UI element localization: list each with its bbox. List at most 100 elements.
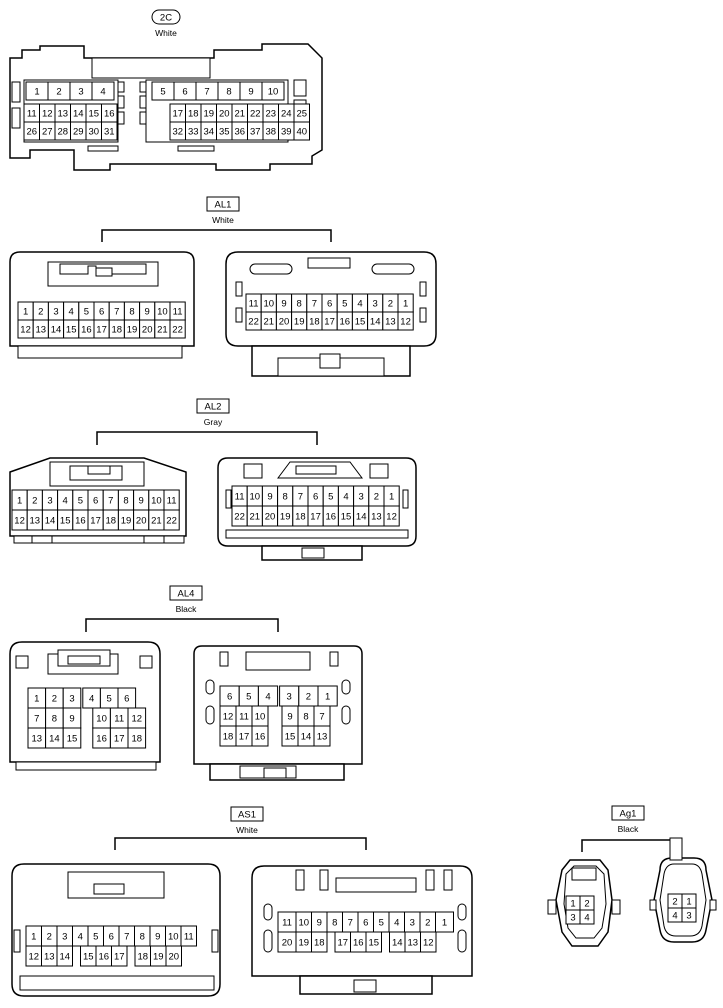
AL2-left-pin-10-label: 10 [151, 496, 162, 507]
AL4-left-pin-4-label: 4 [89, 694, 94, 705]
2C-pin-33-label: 33 [188, 127, 199, 138]
AL2-left-pin-21-label: 21 [151, 516, 162, 527]
Ag1-left-pin-1-label: 1 [570, 899, 575, 910]
AL4-right-pin-18-label: 18 [223, 732, 234, 743]
AL2-left-pin-22-cell [163, 509, 180, 531]
2C-pin-31-label: 31 [104, 127, 115, 138]
AL4-left-pin-13-label: 13 [32, 734, 43, 745]
AL1-left-pin-14-label: 14 [51, 325, 62, 336]
AL4-left-pin-10-label: 10 [96, 714, 107, 725]
AL2-left-pin-17-label: 17 [90, 516, 101, 527]
AL2-left-pin-15-label: 15 [60, 516, 71, 527]
AL4-right-pin-11-label: 11 [239, 712, 249, 723]
AL4-left-pin-18-label: 18 [132, 734, 143, 745]
connector-name-AL1: AL1 [215, 200, 232, 211]
AL1-right-pin-1-label: 1 [403, 299, 408, 310]
AL1-right-pin-9-label: 9 [281, 299, 286, 310]
AS1-right-pin-1-cell [435, 911, 454, 933]
AL2-left-pin-13-label: 13 [30, 516, 41, 527]
AL2-left-pin-18-label: 18 [106, 516, 117, 527]
bracket-AL1 [101, 229, 332, 242]
AS1-left-pin-10-label: 10 [168, 932, 179, 943]
AS1-left-pin-13-label: 13 [44, 952, 55, 963]
AL4-left-pin-5-label: 5 [107, 694, 112, 705]
AL4-left-pin-1-label: 1 [34, 694, 39, 705]
2C-pin-6-label: 6 [182, 87, 187, 98]
2C-pin-19-label: 19 [203, 109, 214, 120]
AL2-right-pin-11-label: 11 [235, 492, 245, 503]
AS1-right-pin-8-label: 8 [332, 918, 337, 929]
AL1-right-pin-4-label: 4 [357, 299, 362, 310]
AL4-right-pin-4-label: 4 [265, 692, 270, 703]
2C-pin-1-label: 1 [34, 87, 39, 98]
2C-pin-34-label: 34 [203, 127, 214, 138]
AL4-right-pin-16-label: 16 [255, 732, 266, 743]
label-box-2C [151, 9, 181, 25]
AL2-left-pin-4-label: 4 [63, 496, 68, 507]
AL2-right-pin-6-label: 6 [313, 492, 318, 503]
AS1-left-pin-16-label: 16 [98, 952, 109, 963]
AL1-right-pin-22-label: 22 [248, 317, 259, 328]
AL4-left-pin-18-cell [127, 727, 147, 749]
AS1-right-pin-3-label: 3 [410, 918, 415, 929]
AL2-left-pin-16-label: 16 [75, 516, 86, 527]
2C-pin-10-label: 10 [268, 87, 279, 98]
Ag1-left-pin-3-label: 3 [570, 913, 575, 924]
AS1-right-pin-18-label: 18 [314, 938, 325, 949]
AL2-right-pin-2-label: 2 [374, 492, 379, 503]
AS1-left-pin-1-label: 1 [31, 932, 36, 943]
2C-pin-21-label: 21 [234, 109, 245, 120]
2C-pin-28-label: 28 [57, 127, 68, 138]
2C-pin-32-label: 32 [172, 127, 183, 138]
AL2-right-pin-13-label: 13 [371, 512, 382, 523]
AL1-right-pin-10-label: 10 [264, 299, 275, 310]
AL2-left-pin-8-label: 8 [123, 496, 128, 507]
AL4-left-pin-8-label: 8 [52, 714, 57, 725]
AL4-left-pin-7-label: 7 [34, 714, 39, 725]
2C-pin-37-label: 37 [250, 127, 261, 138]
2C-pin-17-label: 17 [172, 109, 183, 120]
2C-pin-40-cell [293, 121, 310, 141]
AS1-right-pin-12-label: 12 [423, 938, 434, 949]
Ag1-right-pin-3-label: 3 [686, 911, 691, 922]
connector-color-AL2: Gray [204, 417, 223, 427]
2C-pin-38-label: 38 [265, 127, 276, 138]
AS1-right-pin-6-label: 6 [363, 918, 368, 929]
AS1-right-pin-18-cell [311, 931, 328, 953]
AL2-right-pin-1-label: 1 [389, 492, 394, 503]
bracket-AS1 [114, 837, 367, 850]
AS1-left-pin-8-label: 8 [140, 932, 145, 943]
AL4-left-pin-9-label: 9 [69, 714, 74, 725]
AL1-left-pin-4-label: 4 [69, 307, 74, 318]
2C-pin-24-label: 24 [281, 109, 292, 120]
AL4-right-pin-8-label: 8 [303, 712, 308, 723]
AL1-left-pin-22-label: 22 [172, 325, 183, 336]
connector-name-AL4: AL4 [178, 589, 195, 600]
Ag1-right-pin-4-label: 4 [672, 911, 677, 922]
label-box-AL1 [206, 196, 240, 212]
AL4-left-pin-2-label: 2 [52, 694, 57, 705]
AL1-right-pin-21-label: 21 [264, 317, 275, 328]
AS1-left-pin-2-label: 2 [47, 932, 52, 943]
AL1-left-pin-17-label: 17 [96, 325, 107, 336]
AL2-left-pin-20-label: 20 [136, 516, 147, 527]
Ag1-right-pin-3-cell [681, 907, 697, 923]
AL2-left-pin-14-label: 14 [45, 516, 56, 527]
AL1-left-pin-22-cell [169, 319, 186, 339]
AL2-right-pin-15-label: 15 [341, 512, 352, 523]
label-box-AL2 [196, 398, 230, 414]
AL2-right-pin-3-label: 3 [359, 492, 364, 503]
label-box-AS1 [230, 806, 264, 822]
AL1-right-pin-16-label: 16 [340, 317, 351, 328]
connector-color-Ag1: Black [618, 824, 640, 834]
AL2-left-pin-3-label: 3 [47, 496, 52, 507]
2C-pin-25-label: 25 [296, 109, 307, 120]
2C-pin-23-label: 23 [265, 109, 276, 120]
